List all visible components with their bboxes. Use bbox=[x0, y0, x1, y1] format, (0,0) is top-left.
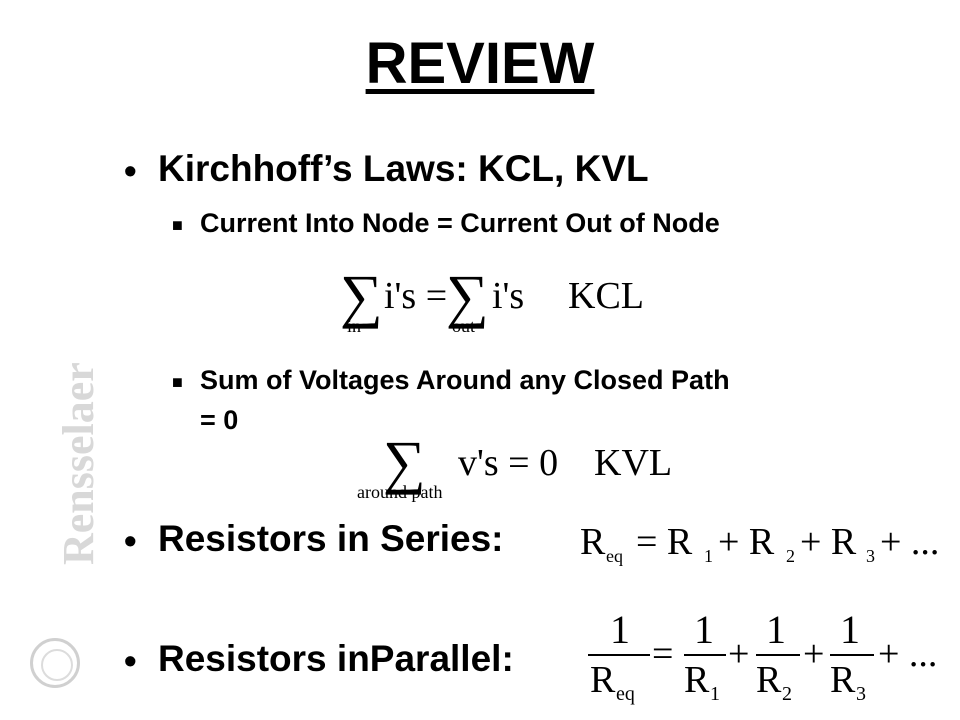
kcl-rhs-term: i's bbox=[492, 275, 525, 317]
plus-sign: + bbox=[728, 633, 750, 675]
frac-denominator: R bbox=[684, 659, 710, 701]
sum-symbol: ∑ bbox=[383, 429, 426, 495]
frac-numerator: 1 bbox=[840, 607, 860, 652]
fraction-bar bbox=[588, 654, 650, 656]
sum-symbol: ∑ bbox=[446, 263, 489, 329]
bullet-kirchhoff: Kirchhoff’s Laws: KCL, KVL bbox=[158, 148, 649, 189]
sub-bullet-marker: ■ bbox=[172, 215, 183, 235]
kcl-lhs-term: i's = bbox=[384, 275, 448, 317]
kcl-sum-subscript-out: out bbox=[452, 316, 476, 336]
kvl-label: KVL bbox=[594, 442, 673, 484]
frac-subscript: 3 bbox=[856, 683, 866, 705]
series-eq-subscript: eq bbox=[606, 546, 623, 566]
bullet-series: Resistors in Series: bbox=[158, 518, 504, 559]
series-r: R bbox=[580, 521, 606, 563]
plus-sign: + bbox=[803, 633, 825, 675]
seal-icon bbox=[30, 638, 80, 688]
frac-numerator: 1 bbox=[694, 607, 714, 652]
rensselaer-watermark-logo: Rensselaer bbox=[54, 362, 103, 565]
bullet-parallel: Resistors inParallel: bbox=[158, 638, 514, 679]
kvl-sum-subscript: around path bbox=[357, 482, 443, 502]
frac-denominator: R bbox=[590, 659, 616, 701]
parallel-tail: + ... bbox=[878, 633, 938, 675]
series-sub-3: 3 bbox=[866, 546, 875, 566]
fraction-bar bbox=[684, 654, 726, 656]
frac-subscript: 2 bbox=[782, 683, 792, 705]
kvl-body: v's = 0 bbox=[458, 442, 559, 484]
series-sub-1: 1 bbox=[704, 546, 713, 566]
equals-sign: = bbox=[652, 633, 674, 675]
subbullet-kvl-line1: Sum of Voltages Around any Closed Path bbox=[200, 365, 730, 395]
slide-title: REVIEW bbox=[365, 31, 595, 96]
bullet-dot: • bbox=[124, 150, 137, 191]
subbullet-kvl-line2: = 0 bbox=[200, 405, 239, 435]
frac-subscript: eq bbox=[616, 683, 635, 705]
series-r2: + R bbox=[718, 521, 775, 563]
bullet-dot: • bbox=[124, 640, 137, 681]
series-sub-2: 2 bbox=[786, 546, 795, 566]
series-r3: + R bbox=[800, 521, 857, 563]
fraction-bar bbox=[756, 654, 800, 656]
frac-denominator: R bbox=[830, 659, 856, 701]
series-tail: + ... bbox=[880, 521, 940, 563]
sub-bullet-marker: ■ bbox=[172, 372, 183, 392]
fraction-bar bbox=[830, 654, 874, 656]
subbullet-kcl: Current Into Node = Current Out of Node bbox=[200, 208, 720, 238]
bullet-dot: • bbox=[124, 520, 137, 561]
sum-symbol: ∑ bbox=[340, 263, 383, 329]
frac-numerator: 1 bbox=[766, 607, 786, 652]
frac-subscript: 1 bbox=[710, 683, 720, 705]
series-r1: = R bbox=[636, 521, 693, 563]
frac-numerator: 1 bbox=[610, 607, 630, 652]
kcl-sum-subscript-in: in bbox=[347, 316, 362, 336]
frac-denominator: R bbox=[756, 659, 782, 701]
kcl-label: KCL bbox=[568, 275, 644, 317]
